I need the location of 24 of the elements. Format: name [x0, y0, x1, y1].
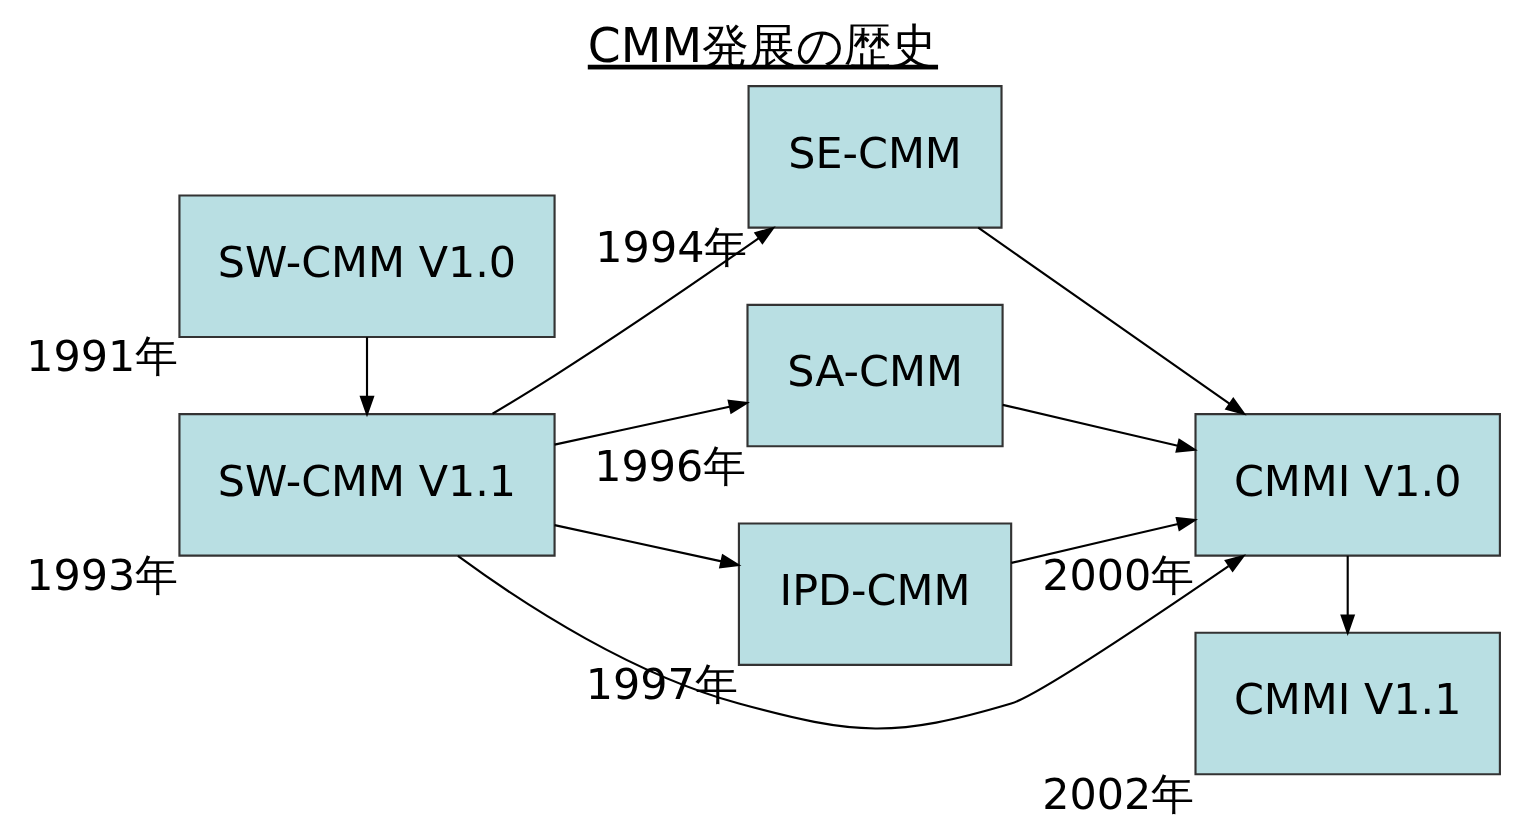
arrow [1001, 403, 1198, 453]
node-box: SE-CMM [747, 84, 1003, 229]
arrow [977, 226, 1247, 416]
node-box: SW-CMM V1.1 [177, 412, 556, 557]
arrow [491, 225, 776, 415]
node-label: 1991年 [25, 330, 178, 381]
diagram-title: CMM発展の歴史 [587, 17, 938, 73]
node-label: 2000年 [1041, 549, 1194, 600]
arrow [456, 553, 1246, 729]
node-box: CMMI V1.0 [1193, 412, 1501, 557]
arrow [1010, 516, 1198, 564]
arrow [553, 398, 750, 446]
node-box: SA-CMM [745, 303, 1004, 447]
node-label: 1996年 [593, 440, 746, 491]
arrow [1339, 555, 1355, 636]
node-box: SW-CMM V1.0 [177, 193, 556, 338]
node-label: 1994年 [594, 221, 747, 272]
node-label: 1997年 [585, 658, 738, 709]
node-box: CMMI V1.1 [1193, 631, 1501, 775]
node-label: 2002年 [1041, 768, 1194, 819]
arrow [553, 523, 741, 568]
node-box: IPD-CMM [737, 521, 1012, 666]
arrow [359, 336, 374, 417]
node-label: 1993年 [25, 549, 178, 600]
